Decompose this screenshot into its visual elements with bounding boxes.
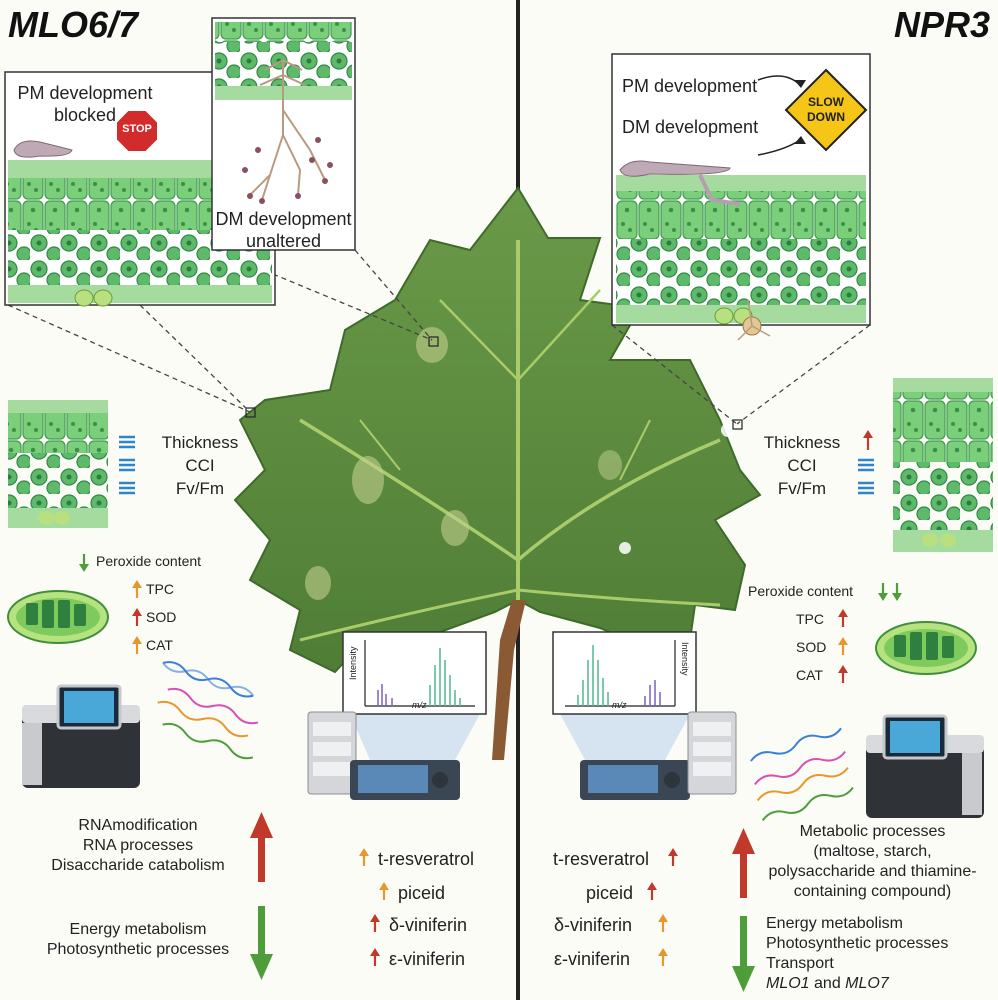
right-peroxide-double-down-arrow-icon — [878, 583, 902, 601]
right-genes-down-arrow-icon — [732, 916, 755, 992]
left-stilbene-delta-viniferin: δ-viniferin — [389, 915, 468, 935]
left-stilbene-tresveratrol: t-resveratrol — [378, 849, 475, 869]
mlo7-gene: MLO7 — [845, 975, 889, 992]
right-tissue-thumbnail — [893, 378, 993, 552]
right-genes-up-arrow-icon — [732, 828, 755, 898]
right-stilbene-piceid: piceid — [586, 883, 634, 903]
left-dm-panel — [211, 17, 356, 251]
right-sequencer-icon — [866, 714, 984, 818]
left-peroxide-label: Peroxide content — [96, 553, 202, 569]
right-genes-down-line-3: Transport — [766, 955, 834, 972]
right-delta-viniferin-up-arrow-icon — [658, 914, 668, 932]
left-chromatogram-panel — [342, 631, 487, 760]
left-chromatogram-ylabel: Intensity — [348, 646, 358, 680]
right-chloroplast-icon — [875, 621, 977, 675]
left-enzyme-cat: CAT — [146, 637, 173, 653]
left-dna-strands-icon — [157, 661, 259, 760]
left-cat-up-arrow-icon — [132, 636, 142, 654]
small-arrows — [79, 430, 902, 966]
stop-sign-text: STOP — [122, 123, 152, 135]
slow-down-sign-text: SLOW DOWN — [807, 95, 845, 124]
stop-sign-icon — [115, 109, 159, 153]
right-fvfm-equal-icon — [858, 481, 874, 495]
left-tresveratrol-up-arrow-icon — [359, 848, 369, 866]
left-chloroplast-icon — [7, 590, 109, 644]
right-genes-up-label: Metabolic processes (maltose, starch, po… — [768, 823, 977, 900]
right-thickness-up-arrow-icon — [863, 430, 873, 450]
right-sod-up-arrow-icon — [838, 637, 848, 655]
left-metric-thickness: Thickness — [161, 433, 239, 452]
right-chromatogram-ylabel: Intensity — [680, 642, 690, 676]
left-stilbene-piceid: piceid — [398, 883, 446, 903]
left-epsilon-viniferin-up-arrow-icon — [370, 948, 380, 966]
left-pm-label: PM development blocked — [17, 83, 153, 125]
right-tpc-up-arrow-icon — [838, 609, 848, 627]
right-chromatogram-xlabel: m/z — [612, 700, 627, 710]
left-stilbene-epsilon-viniferin: ε-viniferin — [389, 949, 466, 969]
left-title: MLO6/7 — [8, 4, 139, 45]
left-genes-up-arrow-icon — [250, 812, 273, 882]
right-stilbene-delta-viniferin: δ-viniferin — [554, 915, 633, 935]
left-enzyme-tpc: TPC — [146, 581, 174, 597]
left-piceid-up-arrow-icon — [379, 882, 389, 900]
right-cci-equal-icon — [858, 458, 874, 472]
left-sod-up-arrow-icon — [132, 608, 142, 626]
left-dm-label: DM development unaltered — [215, 209, 352, 251]
left-genes-down-label: Energy metabolism Photosynthetic process… — [46, 921, 230, 958]
left-genes-up-label: RNAmodification RNA processes Disacchari… — [51, 817, 225, 874]
right-stilbene-tresveratrol: t-resveratrol — [553, 849, 650, 869]
right-piceid-up-arrow-icon — [647, 882, 657, 900]
right-metric-fvfm: Fv/Fm — [777, 479, 827, 498]
left-hplc-machine-icon — [307, 711, 460, 800]
left-genes-down-arrow-icon — [250, 906, 273, 980]
right-dm-label: DM development — [622, 117, 759, 137]
left-tpc-up-arrow-icon — [132, 580, 142, 598]
right-metric-cci: CCI — [787, 456, 817, 475]
mlo1-gene: MLO1 — [766, 975, 810, 992]
right-title: NPR3 — [893, 4, 990, 45]
right-genes-down-line-1: Energy metabolism — [766, 915, 903, 932]
right-pm-label: PM development — [622, 76, 758, 96]
slow-down-sign-icon — [784, 68, 868, 152]
right-genes-down-line-2: Photosynthetic processes — [766, 935, 949, 952]
big-arrows — [250, 812, 755, 992]
right-genes-down-mlo-line: MLO1 and MLO7 — [766, 974, 889, 994]
right-stilbene-epsilon-viniferin: ε-viniferin — [554, 949, 631, 969]
right-tresveratrol-up-arrow-icon — [668, 848, 678, 866]
left-delta-viniferin-up-arrow-icon — [370, 914, 380, 932]
left-thickness-equal-icon — [119, 435, 135, 449]
right-enzyme-cat: CAT — [796, 667, 823, 683]
right-chromatogram-panel — [552, 631, 697, 760]
right-peroxide-label: Peroxide content — [748, 583, 854, 599]
right-enzyme-sod: SOD — [796, 639, 827, 655]
left-peroxide-down-arrow-icon — [79, 554, 89, 572]
right-dna-strands-icon — [750, 727, 854, 822]
right-enzyme-tpc: TPC — [796, 611, 824, 627]
right-cat-up-arrow-icon — [838, 665, 848, 683]
left-tissue-thumbnail — [8, 400, 108, 528]
right-epsilon-viniferin-up-arrow-icon — [658, 948, 668, 966]
equal-signs — [119, 435, 874, 495]
left-metric-fvfm: Fv/Fm — [175, 479, 225, 498]
right-disease-panel — [611, 53, 871, 341]
and-word: and — [809, 975, 846, 992]
left-cci-equal-icon — [119, 458, 135, 472]
left-metric-cci: CCI — [185, 456, 215, 475]
right-hplc-machine-icon — [580, 711, 737, 800]
right-metric-thickness: Thickness — [763, 433, 841, 452]
left-fvfm-equal-icon — [119, 481, 135, 495]
left-enzyme-sod: SOD — [146, 609, 177, 625]
left-chromatogram-xlabel: m/z — [412, 700, 427, 710]
left-sequencer-icon — [22, 684, 140, 788]
